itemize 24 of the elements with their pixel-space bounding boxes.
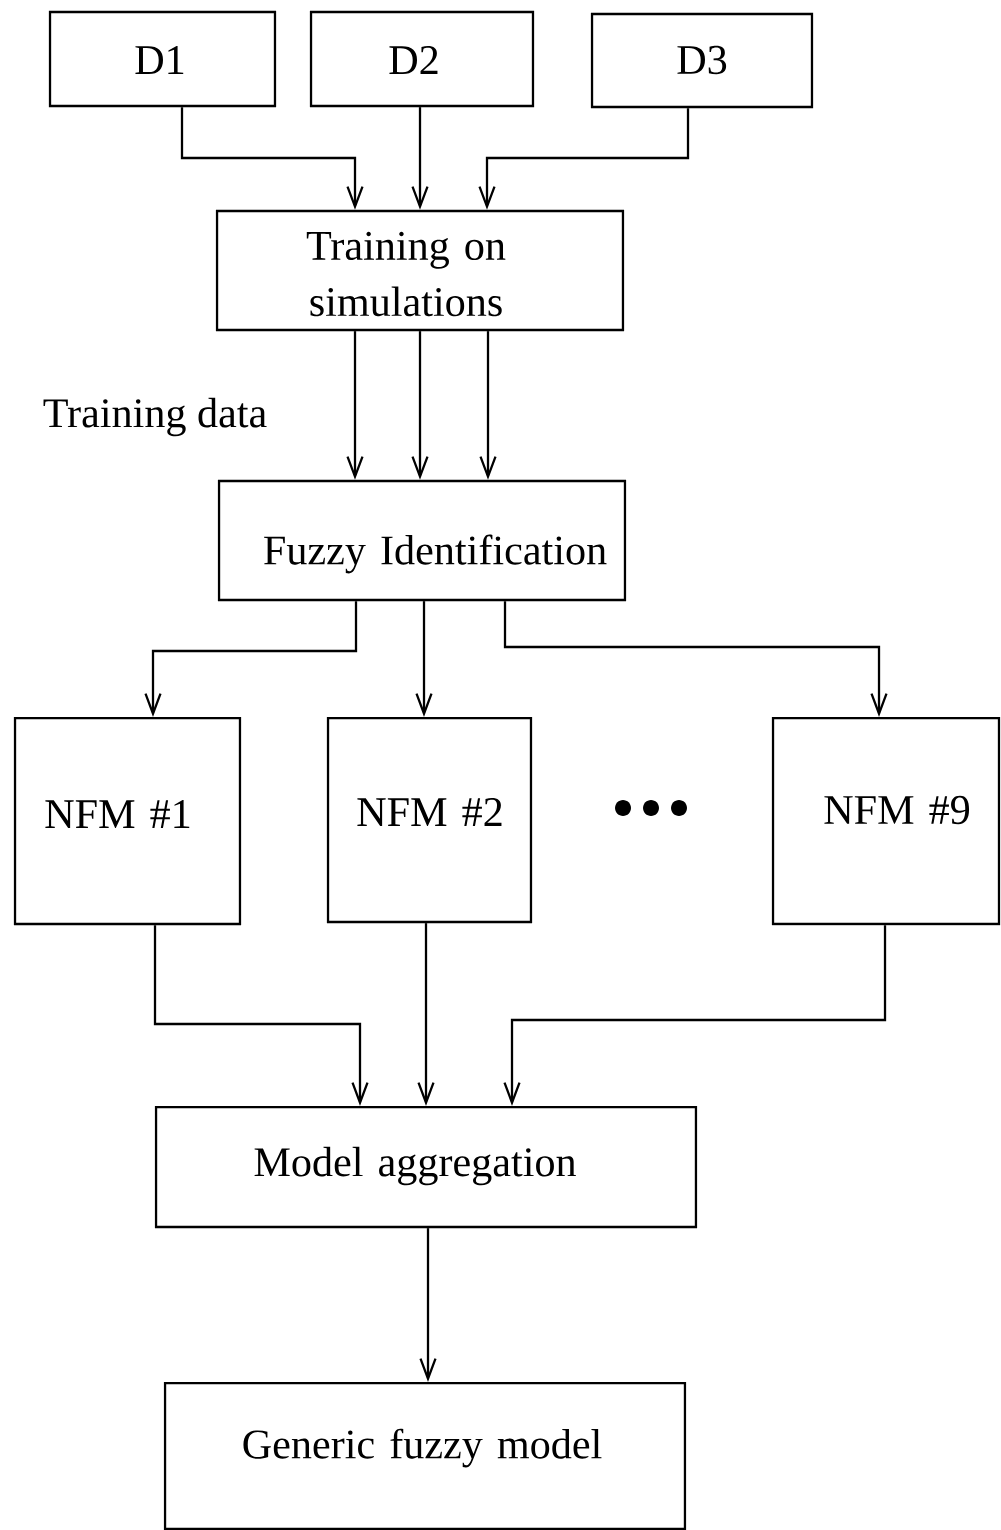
- process-box: NFM #2: [326, 716, 533, 924]
- arrow: [411, 107, 429, 210]
- arrow: [503, 601, 888, 717]
- arrow: [415, 601, 433, 717]
- process-box: Generic fuzzy model: [163, 1381, 687, 1530]
- process-box: Training on simulations: [215, 209, 625, 332]
- arrow: [144, 601, 358, 717]
- arrow: [503, 925, 887, 1106]
- process-box: D3: [590, 12, 814, 109]
- process-box: NFM #1: [13, 716, 242, 926]
- arrow: [411, 331, 429, 480]
- process-box: D2: [309, 10, 535, 108]
- arrow: [417, 923, 435, 1106]
- arrow: [478, 108, 690, 210]
- annotation-text: Training data: [43, 397, 267, 437]
- arrow: [180, 107, 364, 210]
- process-box: Fuzzy Identification: [217, 479, 627, 602]
- process-box: NFM #9: [771, 716, 1001, 926]
- arrow: [419, 1228, 437, 1382]
- process-box: D1: [48, 10, 277, 108]
- arrow: [153, 925, 369, 1106]
- arrow: [479, 331, 497, 480]
- arrow: [346, 331, 364, 480]
- process-box: Model aggregation: [154, 1105, 698, 1229]
